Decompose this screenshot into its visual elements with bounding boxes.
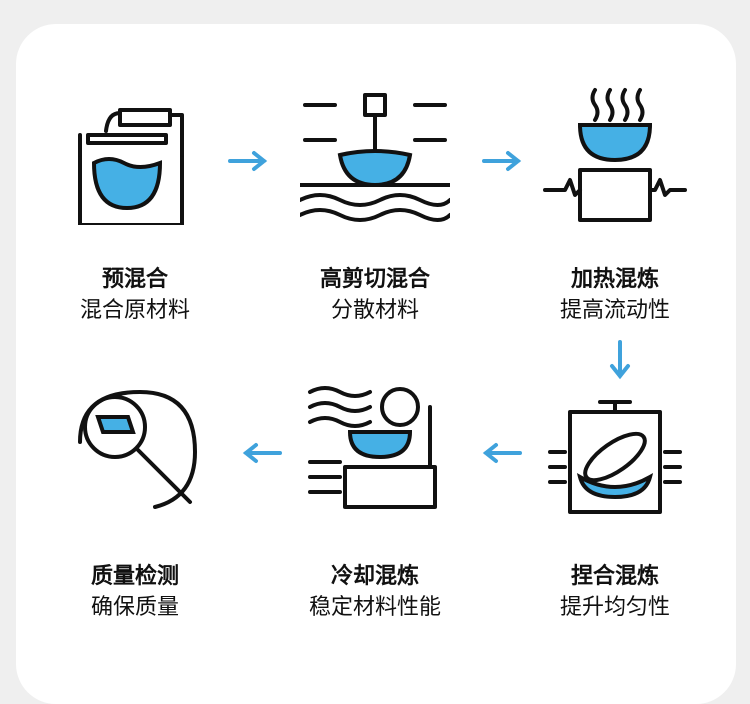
arrow-left-icon xyxy=(242,443,282,463)
step-inspection: 质量检测 确保质量 xyxy=(15,382,255,624)
step-title: 质量检测 xyxy=(90,564,179,589)
arrow-right-icon xyxy=(482,151,522,171)
step-subtitle: 提升均匀性 xyxy=(559,595,670,620)
step-subtitle: 确保质量 xyxy=(90,595,179,620)
high-shear-mixer-icon xyxy=(300,93,450,222)
step-title: 捏合混炼 xyxy=(570,564,659,589)
cooling-mixer-icon xyxy=(308,386,437,509)
step-title: 预混合 xyxy=(101,267,168,292)
step-subtitle: 提高流动性 xyxy=(559,298,670,323)
kneader-icon xyxy=(548,400,682,514)
step-title: 高剪切混合 xyxy=(319,267,430,292)
arrow-right-icon xyxy=(228,151,268,171)
mixing-bowl-icon xyxy=(78,108,184,225)
step-kneading: 捏合混炼 提升均匀性 xyxy=(495,382,735,624)
step-premix: 预混合 混合原材料 xyxy=(15,85,255,327)
step-subtitle: 混合原材料 xyxy=(79,298,190,323)
magnifier-inspection-icon xyxy=(78,390,197,509)
step-subtitle: 分散材料 xyxy=(330,298,419,323)
step-cooling: 冷却混炼 稳定材料性能 xyxy=(255,382,495,624)
step-title: 加热混炼 xyxy=(570,267,659,292)
step-subtitle: 稳定材料性能 xyxy=(308,595,441,620)
arrow-left-icon xyxy=(482,443,522,463)
arrow-down-icon xyxy=(610,340,630,380)
step-high-shear: 高剪切混合 分散材料 xyxy=(255,85,495,327)
step-heating: 加热混炼 提高流动性 xyxy=(495,85,735,327)
step-title: 冷却混炼 xyxy=(330,564,419,589)
heated-mixer-icon xyxy=(543,88,687,222)
